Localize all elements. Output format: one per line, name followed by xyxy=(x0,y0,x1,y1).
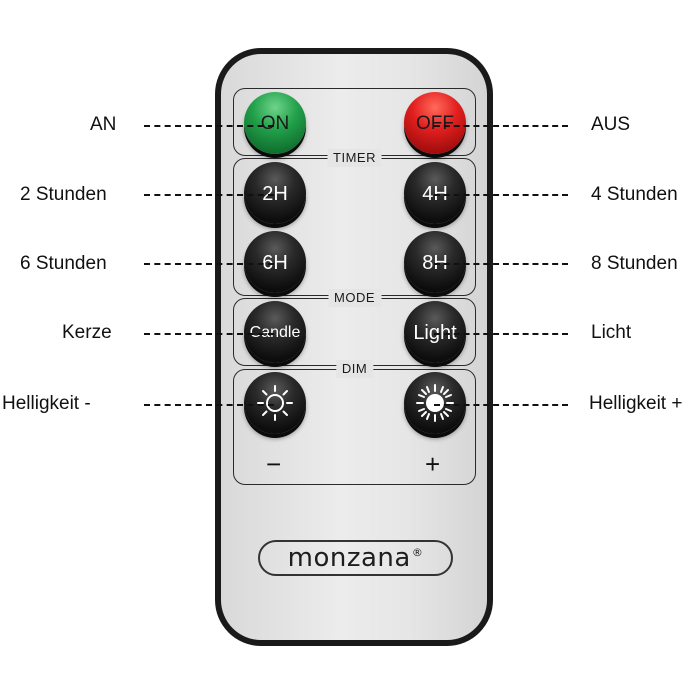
registered-mark: ® xyxy=(411,546,424,559)
off-button-label: OFF xyxy=(416,113,454,134)
timer-6h-label: 6H xyxy=(262,251,288,274)
callout-line-light xyxy=(434,333,568,335)
off-button[interactable]: OFF xyxy=(404,92,466,154)
callout-label-8h: 8 Stunden xyxy=(591,253,678,274)
callout-label-dim-up: Helligkeit + xyxy=(589,393,683,414)
callout-line-6h xyxy=(144,263,274,265)
timer-section-label: TIMER xyxy=(327,149,382,167)
callout-label-4h: 4 Stunden xyxy=(591,184,678,205)
timer-4h-button[interactable]: 4H xyxy=(404,162,466,224)
candle-mode-button[interactable]: Candle xyxy=(244,301,306,363)
brand-name: monzana xyxy=(287,543,411,573)
dim-plus-sign: + xyxy=(425,449,441,479)
callout-label-6h: 6 Stunden xyxy=(20,253,107,274)
on-button-label: ON xyxy=(260,113,290,134)
callout-line-4h xyxy=(434,194,568,196)
brand-logo: monzana® xyxy=(258,540,453,576)
mode-section-label: MODE xyxy=(328,289,381,307)
callout-line-8h xyxy=(434,263,568,265)
callout-label-light: Licht xyxy=(591,322,632,343)
callout-label-candle: Kerze xyxy=(62,322,112,343)
callout-label-off: AUS xyxy=(591,114,631,135)
timer-2h-label: 2H xyxy=(262,182,288,205)
timer-8h-label: 8H xyxy=(422,251,448,274)
light-mode-button[interactable]: Light xyxy=(404,301,466,363)
timer-8h-button[interactable]: 8H xyxy=(404,231,466,293)
callout-label-on: AN xyxy=(90,114,117,135)
callout-line-candle xyxy=(144,333,274,335)
dim-up-button[interactable] xyxy=(404,372,466,434)
dim-minus-sign: − xyxy=(266,449,282,479)
timer-2h-button[interactable]: 2H xyxy=(244,162,306,224)
callout-line-on xyxy=(144,125,274,127)
candle-mode-label: Candle xyxy=(249,324,301,341)
sun-filled-icon xyxy=(416,384,454,422)
callout-line-2h xyxy=(144,194,274,196)
light-mode-label: Light xyxy=(413,321,457,344)
callout-line-off xyxy=(434,125,568,127)
on-button[interactable]: ON xyxy=(244,92,306,154)
sun-outline-icon xyxy=(257,385,293,421)
timer-6h-button[interactable]: 6H xyxy=(244,231,306,293)
timer-4h-label: 4H xyxy=(422,182,448,205)
callout-line-dim-up xyxy=(434,404,568,406)
dim-down-button[interactable] xyxy=(244,372,306,434)
callout-label-dim-down: Helligkeit - xyxy=(2,393,91,414)
callout-line-dim-down xyxy=(144,404,274,406)
dim-section-label: DIM xyxy=(335,360,374,378)
timer-panel: TIMER xyxy=(233,149,476,296)
callout-label-2h: 2 Stunden xyxy=(20,184,107,205)
dim-panel: DIM xyxy=(233,360,476,485)
